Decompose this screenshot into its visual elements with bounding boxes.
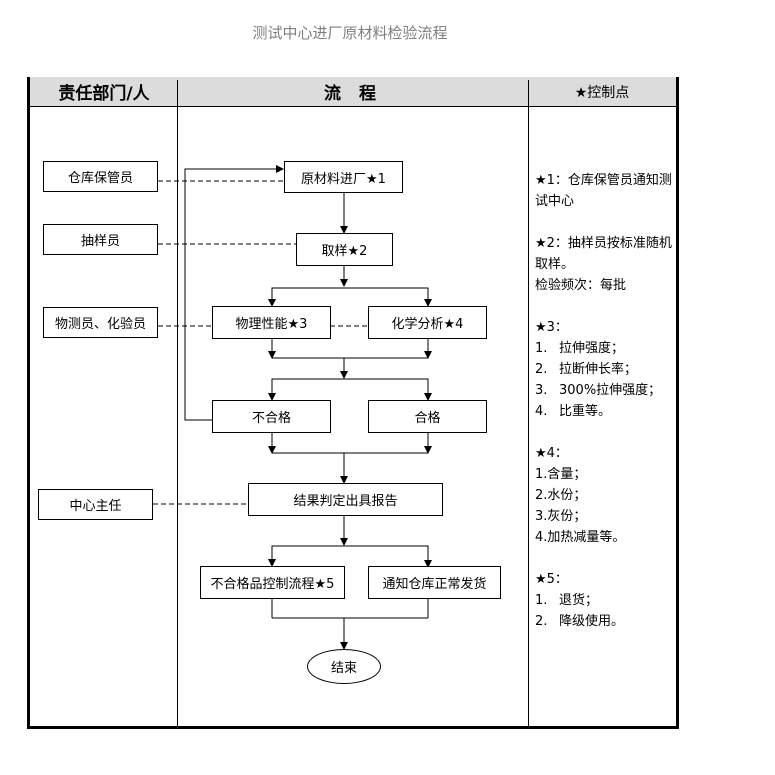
list-item: 4.加热减量等。 bbox=[535, 530, 626, 545]
list-item: 1.含量； bbox=[535, 467, 587, 482]
item-text: 拉断伸长率； bbox=[559, 362, 638, 377]
node-chemical-analysis: 化学分析★4 bbox=[368, 306, 487, 339]
node-notify-warehouse: 通知仓库正常发货 bbox=[368, 566, 501, 599]
page-title: 测试中心进厂原材料检验流程 bbox=[252, 24, 448, 42]
node-end: 结束 bbox=[307, 649, 381, 684]
control-point-1: ★1：仓库保管员通知测试中心 bbox=[535, 173, 672, 209]
node-report: 结果判定出具报告 bbox=[248, 483, 443, 516]
list-item: 2.水份； bbox=[535, 488, 587, 503]
item-number: 1. bbox=[535, 593, 548, 608]
node-incoming-material: 原材料进厂★1 bbox=[284, 161, 403, 193]
control-point-5: ★5： 1. 退货； 2. 降级使用。 bbox=[535, 569, 677, 632]
loop-back-arrow bbox=[184, 165, 284, 421]
split-line bbox=[271, 378, 429, 399]
list-item: 2. 降级使用。 bbox=[535, 611, 677, 632]
column-divider bbox=[528, 80, 529, 727]
item-number: 4. bbox=[535, 404, 548, 419]
item-number: 2. bbox=[535, 614, 548, 629]
dept-sampler: 抽样员 bbox=[43, 224, 158, 255]
header-control-points: ★控制点 bbox=[528, 77, 676, 107]
item-text: 拉伸强度； bbox=[559, 341, 625, 356]
control-point-3: ★3： 1. 拉伸强度； 2. 拉断伸长率； 3. 300%拉伸强度； 4. 比重等。 bbox=[535, 317, 677, 422]
header-department: 责任部门/人 bbox=[30, 77, 178, 107]
dept-tester: 物测员、化验员 bbox=[43, 307, 158, 338]
dept-warehouse-keeper: 仓库保管员 bbox=[43, 161, 158, 192]
control-point-4: ★4： 1.含量； 2.水份； 3.灰份； 4.加热减量等。 bbox=[535, 443, 677, 548]
item-number: 1. bbox=[535, 341, 548, 356]
node-physical-properties: 物理性能★3 bbox=[212, 306, 331, 339]
node-sampling: 取样★2 bbox=[296, 233, 393, 266]
list-item: 4. 比重等。 bbox=[535, 401, 677, 422]
item-number: 2. bbox=[535, 362, 548, 377]
item-text: 退货； bbox=[559, 593, 599, 608]
list-item: 1. 退货； bbox=[535, 590, 677, 611]
control-point-2-frequency: 检验频次：每批 bbox=[535, 278, 627, 293]
node-nonconforming-control: 不合格品控制流程★5 bbox=[200, 566, 345, 599]
header-flow: 流 程 bbox=[178, 77, 528, 107]
control-points: ★1：仓库保管员通知测试中心 ★2：抽样员按标准随机取样。 检验频次：每批 ★3… bbox=[535, 170, 677, 653]
split-line bbox=[271, 287, 429, 306]
column-divider bbox=[177, 80, 178, 727]
list-item: 1. 拉伸强度； bbox=[535, 338, 677, 359]
control-point-5-head: ★5： bbox=[535, 572, 568, 587]
item-number: 3. bbox=[535, 383, 548, 398]
node-fail: 不合格 bbox=[212, 400, 331, 433]
split-line bbox=[271, 545, 429, 566]
control-point-2-text: ★2：抽样员按标准随机取样。 bbox=[535, 236, 672, 272]
list-item: 2. 拉断伸长率； bbox=[535, 359, 677, 380]
item-text: 300%拉伸强度； bbox=[559, 383, 662, 398]
dept-director: 中心主任 bbox=[38, 489, 153, 520]
list-item: 3.灰份； bbox=[535, 509, 587, 524]
control-point-3-head: ★3： bbox=[535, 320, 568, 335]
item-text: 比重等。 bbox=[559, 404, 612, 419]
item-text: 降级使用。 bbox=[559, 614, 625, 629]
control-point-2: ★2：抽样员按标准随机取样。 检验频次：每批 bbox=[535, 233, 677, 296]
list-item: 3. 300%拉伸强度； bbox=[535, 380, 677, 401]
control-point-4-head: ★4： bbox=[535, 446, 568, 461]
node-pass: 合格 bbox=[368, 400, 487, 433]
